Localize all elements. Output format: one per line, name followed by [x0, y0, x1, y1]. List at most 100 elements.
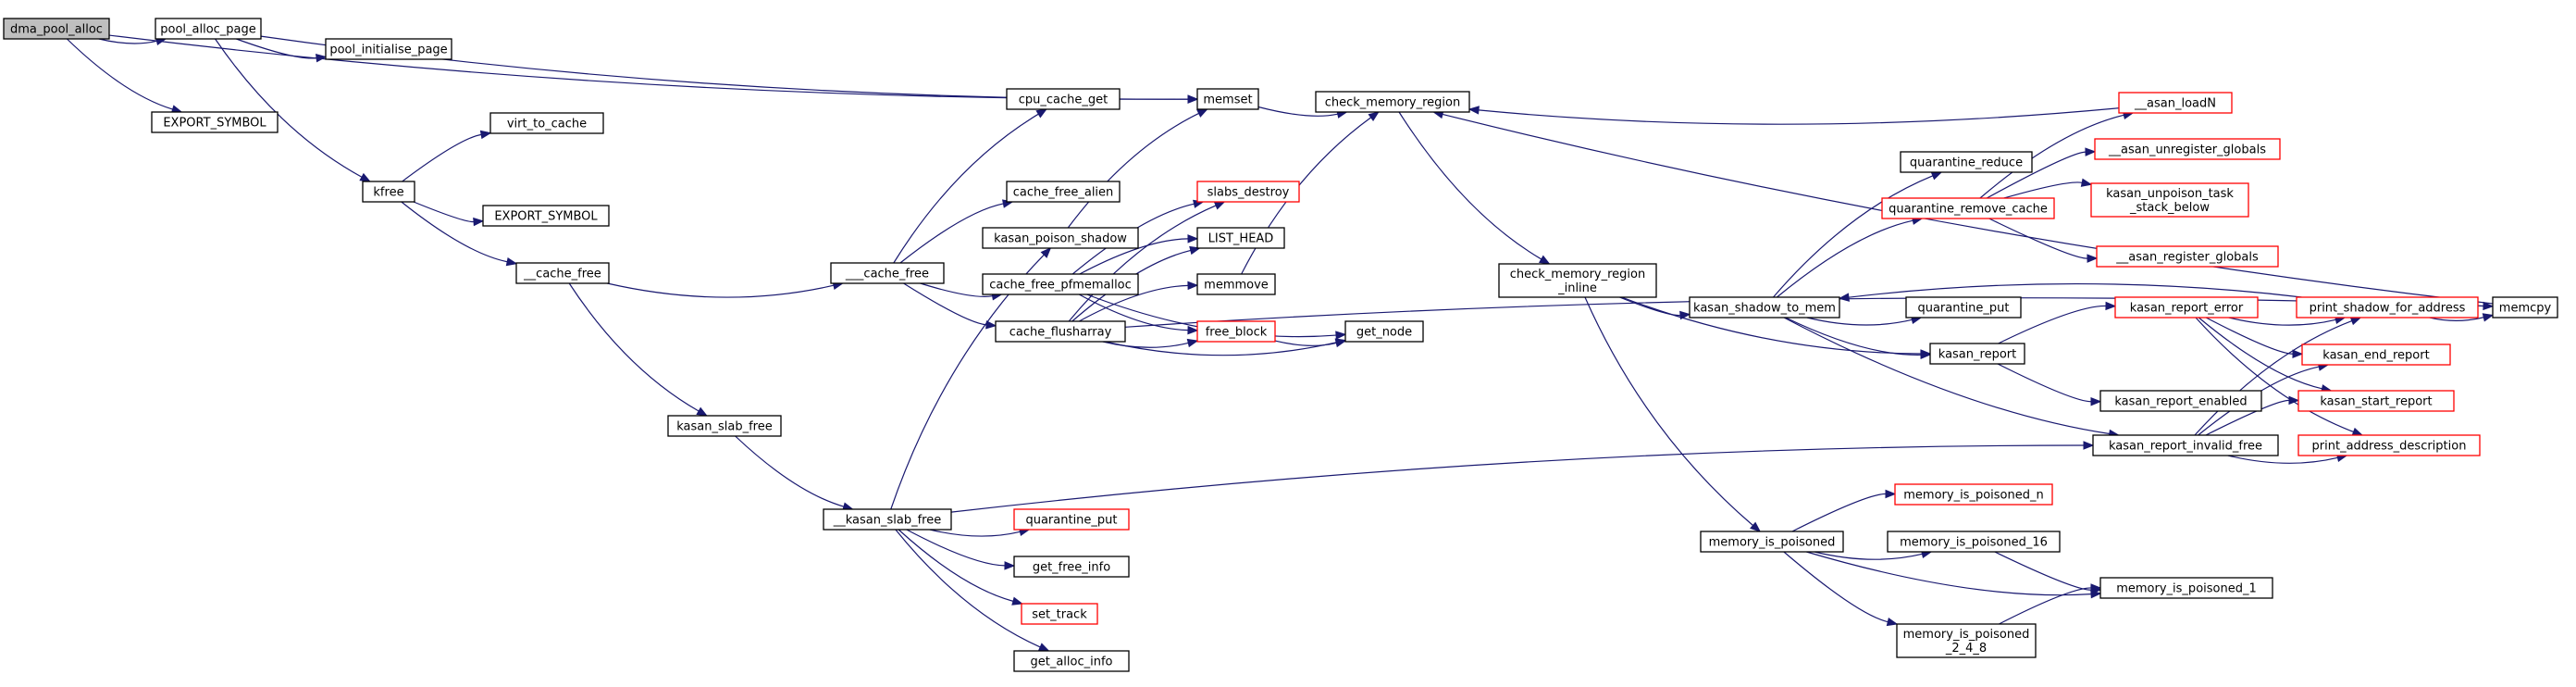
- node-cache-free[interactable]: __cache_free: [515, 262, 610, 284]
- node-kasan-start-report[interactable]: kasan_start_report: [2297, 390, 2455, 412]
- node-list-head[interactable]: LIST_HEAD: [1196, 227, 1285, 249]
- node-box[interactable]: [1689, 296, 1840, 319]
- node-box[interactable]: [2301, 344, 2451, 366]
- node-box[interactable]: [2296, 296, 2479, 319]
- node-quarantine-put-2[interactable]: quarantine_put: [1905, 296, 2022, 319]
- node-box[interactable]: [1905, 296, 2022, 319]
- node---kasan-slab-free[interactable]: __kasan_slab_free: [823, 508, 952, 531]
- node-kasan-unpoison-task-stack-below[interactable]: kasan_unpoison_task_stack_below: [2090, 182, 2249, 218]
- node-kasan-report[interactable]: kasan_report: [1929, 343, 2025, 365]
- node-box[interactable]: [1881, 197, 2055, 219]
- node-cache-flusharray[interactable]: cache_flusharray: [995, 320, 1126, 343]
- node-box[interactable]: [1006, 88, 1121, 110]
- node-box[interactable]: [1196, 181, 1300, 203]
- node-box[interactable]: [1196, 320, 1276, 343]
- node-box[interactable]: [2099, 577, 2273, 599]
- node-box[interactable]: [1196, 88, 1259, 110]
- node-box[interactable]: [362, 181, 415, 203]
- node-get-free-info[interactable]: get_free_info: [1013, 556, 1130, 578]
- node-kasan-report-error[interactable]: kasan_report_error: [2114, 296, 2259, 319]
- node-slabs-destroy[interactable]: slabs_destroy: [1196, 181, 1300, 203]
- node-kasan-poison-shadow[interactable]: kasan_poison_shadow: [982, 227, 1139, 249]
- node-kasan-shadow-to-mem[interactable]: kasan_shadow_to_mem: [1689, 296, 1840, 319]
- node-box[interactable]: [1894, 483, 2053, 506]
- node-box[interactable]: [2090, 182, 2249, 218]
- node-kfree[interactable]: kfree: [362, 181, 415, 203]
- node-box[interactable]: [1900, 151, 2033, 173]
- node-box[interactable]: [2297, 390, 2455, 412]
- node-dma-pool-alloc[interactable]: dma_pool_alloc: [3, 18, 110, 40]
- node-check-memory-region[interactable]: check_memory_region: [1315, 91, 1470, 113]
- node-box[interactable]: [1498, 263, 1657, 298]
- node-cache-free-alien[interactable]: cache_free_alien: [1006, 181, 1121, 203]
- node-pool-alloc-page[interactable]: pool_alloc_page: [155, 18, 262, 40]
- node-box[interactable]: [1196, 227, 1285, 249]
- node-box[interactable]: [155, 18, 262, 40]
- node-box[interactable]: [325, 38, 452, 60]
- node----cache-free[interactable]: ___cache_free: [830, 262, 945, 284]
- node-quarantine-put-1[interactable]: quarantine_put: [1013, 508, 1130, 531]
- node-box[interactable]: [1700, 531, 1844, 553]
- node-box[interactable]: [151, 111, 279, 133]
- node-quarantine-remove-cache[interactable]: quarantine_remove_cache: [1881, 197, 2055, 219]
- node-box[interactable]: [667, 415, 782, 437]
- node-box[interactable]: [1887, 531, 2061, 553]
- node-box[interactable]: [1896, 623, 2037, 658]
- node-kasan-report-invalid-free[interactable]: kasan_report_invalid_free: [2092, 434, 2279, 456]
- node-box[interactable]: [2099, 390, 2262, 412]
- node-pool-initialise-page[interactable]: pool_initialise_page: [325, 38, 452, 60]
- node-print-shadow-for-address[interactable]: print_shadow_for_address: [2296, 296, 2479, 319]
- node-memory-is-poisoned-2-4-8[interactable]: memory_is_poisoned_2_4_8: [1896, 623, 2037, 658]
- node-box[interactable]: [995, 320, 1126, 343]
- node-memory-is-poisoned-n[interactable]: memory_is_poisoned_n: [1894, 483, 2053, 506]
- node-box[interactable]: [2096, 245, 2279, 268]
- node-kasan-slab-free[interactable]: kasan_slab_free: [667, 415, 782, 437]
- node-box[interactable]: [3, 18, 110, 40]
- node-box[interactable]: [823, 508, 952, 531]
- node-box[interactable]: [2492, 296, 2558, 319]
- node-box[interactable]: [2114, 296, 2259, 319]
- node-export-symbol-1[interactable]: EXPORT_SYMBOL: [151, 111, 279, 133]
- node-box[interactable]: [2118, 92, 2233, 114]
- node-box[interactable]: [982, 227, 1139, 249]
- node-box[interactable]: [1013, 556, 1130, 578]
- node-box[interactable]: [482, 205, 610, 227]
- node-box[interactable]: [2297, 434, 2481, 456]
- node-get-node[interactable]: get_node: [1344, 320, 1424, 343]
- node-memcpy[interactable]: memcpy: [2492, 296, 2558, 319]
- node-memmove[interactable]: memmove: [1196, 273, 1276, 295]
- node-box[interactable]: [1929, 343, 2025, 365]
- node-kasan-end-report[interactable]: kasan_end_report: [2301, 344, 2451, 366]
- node-memory-is-poisoned-16[interactable]: memory_is_poisoned_16: [1887, 531, 2061, 553]
- node-cpu-cache-get[interactable]: cpu_cache_get: [1006, 88, 1121, 110]
- node-get-alloc-info[interactable]: get_alloc_info: [1013, 650, 1130, 672]
- node-export-symbol-2[interactable]: EXPORT_SYMBOL: [482, 205, 610, 227]
- node-asan-register-globals[interactable]: __asan_register_globals: [2096, 245, 2279, 268]
- node-set-track[interactable]: set_track: [1021, 603, 1098, 625]
- node-free-block[interactable]: free_block: [1196, 320, 1276, 343]
- node-box[interactable]: [2094, 138, 2281, 160]
- node-box[interactable]: [1006, 181, 1121, 203]
- node-cache-free-pfmemalloc[interactable]: cache_free_pfmemalloc: [982, 273, 1139, 295]
- node-asan-loadN[interactable]: __asan_loadN: [2118, 92, 2233, 114]
- node-box[interactable]: [1021, 603, 1098, 625]
- node-quarantine-reduce[interactable]: quarantine_reduce: [1900, 151, 2033, 173]
- node-print-address-description[interactable]: print_address_description: [2297, 434, 2481, 456]
- node-virt-to-cache[interactable]: virt_to_cache: [489, 112, 604, 134]
- node-box[interactable]: [515, 262, 610, 284]
- node-box[interactable]: [2092, 434, 2279, 456]
- node-memory-is-poisoned[interactable]: memory_is_poisoned: [1700, 531, 1844, 553]
- node-asan-unregister-globals[interactable]: __asan_unregister_globals: [2094, 138, 2281, 160]
- node-box[interactable]: [830, 262, 945, 284]
- node-box[interactable]: [1344, 320, 1424, 343]
- node-memset[interactable]: memset: [1196, 88, 1259, 110]
- node-kasan-report-enabled[interactable]: kasan_report_enabled: [2099, 390, 2262, 412]
- node-box[interactable]: [1013, 650, 1130, 672]
- node-box[interactable]: [1013, 508, 1130, 531]
- node-box[interactable]: [1196, 273, 1276, 295]
- node-memory-is-poisoned-1[interactable]: memory_is_poisoned_1: [2099, 577, 2273, 599]
- node-box[interactable]: [1315, 91, 1470, 113]
- node-box[interactable]: [489, 112, 604, 134]
- node-check-memory-region-inline[interactable]: check_memory_region_inline: [1498, 263, 1657, 298]
- node-box[interactable]: [982, 273, 1139, 295]
